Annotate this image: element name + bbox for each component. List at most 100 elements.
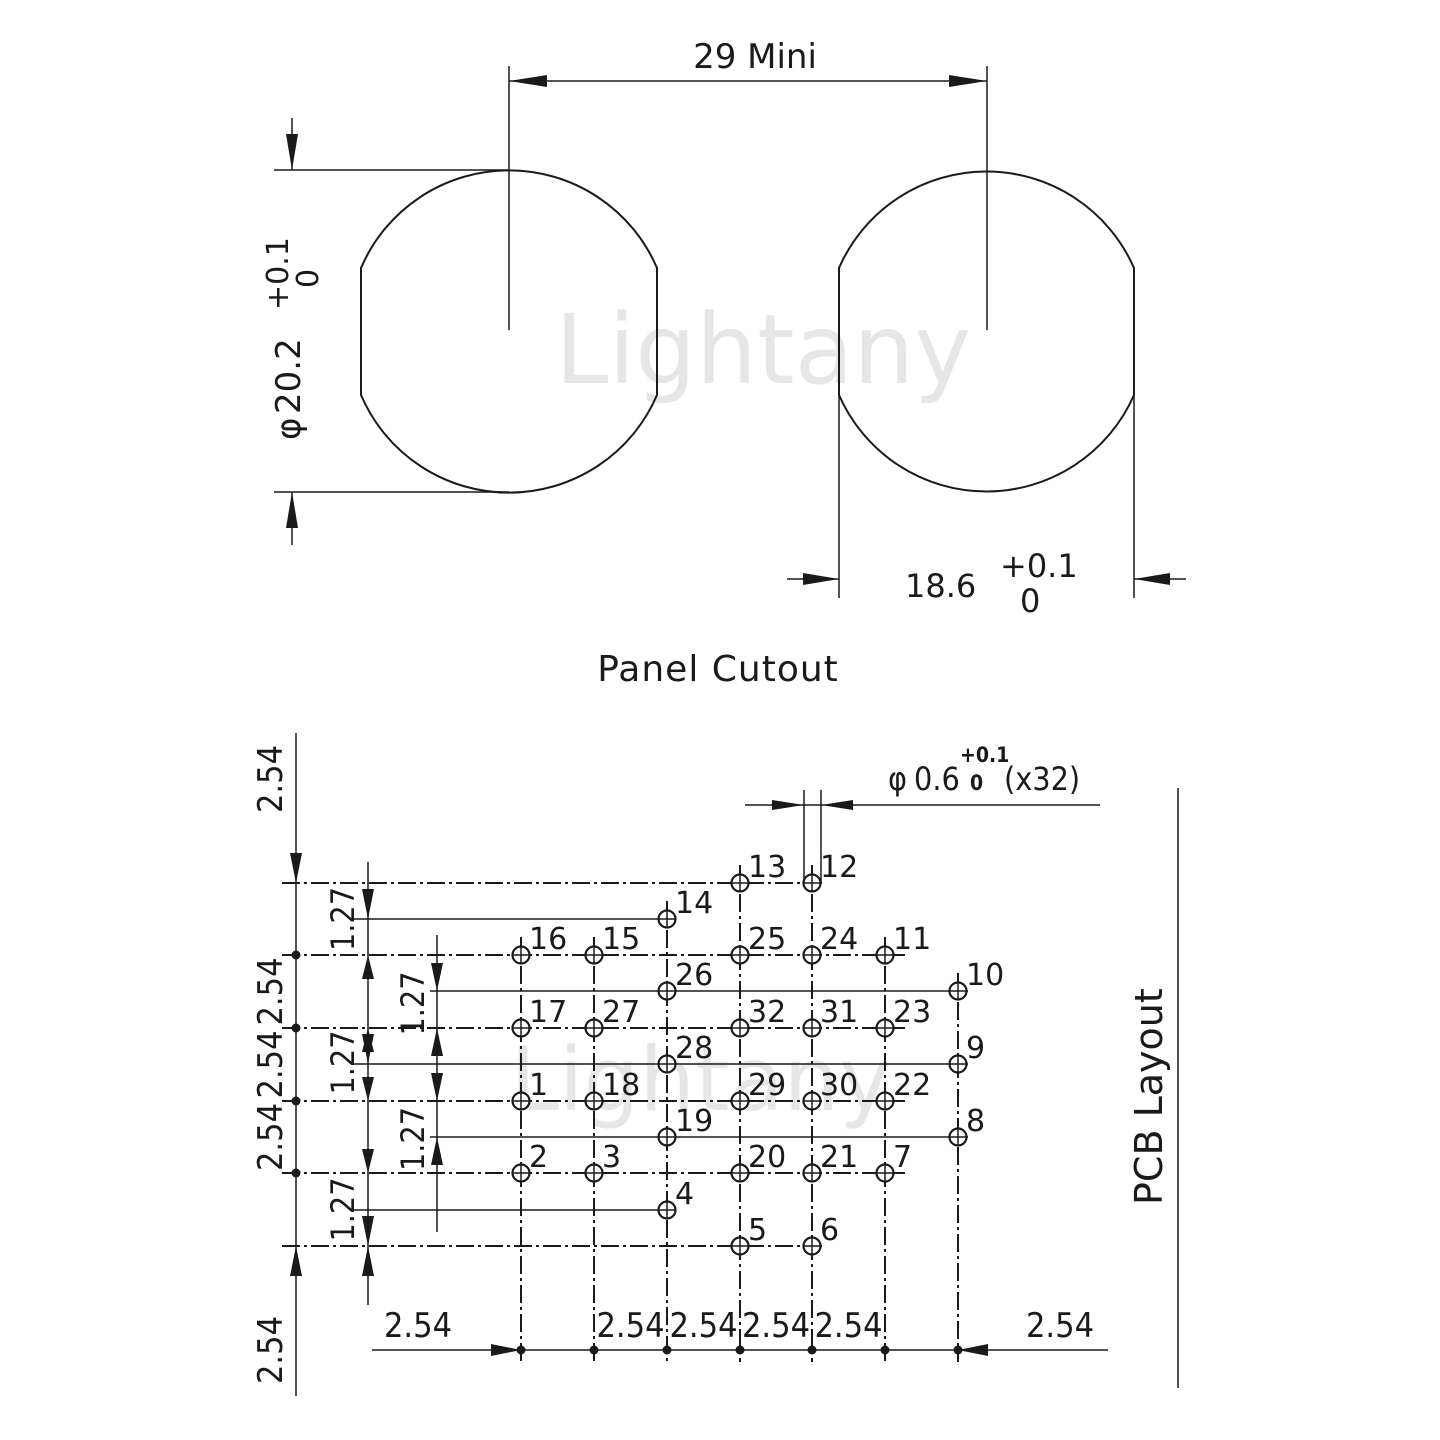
- pin-label: 5: [748, 1213, 767, 1248]
- pin-21: 21: [802, 1140, 858, 1183]
- svg-text:+0.1: +0.1: [261, 237, 296, 310]
- dimension-label: 2.54: [251, 1316, 291, 1384]
- pin-29: 29: [730, 1068, 786, 1111]
- panel-cutout-title: Panel Cutout: [597, 649, 839, 690]
- pin-label: 14: [675, 886, 713, 921]
- pin-label: 28: [675, 1031, 713, 1066]
- pin-label: 10: [966, 958, 1004, 993]
- flat-width-label: 18.6: [905, 567, 976, 605]
- pin-label: 29: [748, 1068, 786, 1103]
- dimension-label: 2.54: [1026, 1306, 1094, 1346]
- pin-9: 9: [948, 1031, 985, 1074]
- pin-label: 7: [893, 1140, 912, 1175]
- center-distance-label: 29 Mini: [693, 37, 817, 77]
- pin-label: 23: [893, 995, 931, 1030]
- pin-15: 15: [584, 922, 640, 965]
- pin-4: 4: [657, 1177, 694, 1220]
- pin-label: 13: [748, 850, 786, 885]
- pin-label: 31: [820, 995, 858, 1030]
- pin-11: 11: [875, 922, 931, 965]
- diameter-label: φ 20.2 +0.1 0: [261, 237, 326, 440]
- panel-cutout: 29 Mini φ 20.2 +0.1 0 18.6 +0.1 0 Panel …: [261, 37, 1186, 690]
- svg-text:+0.1: +0.1: [960, 743, 1009, 767]
- pin-label: 26: [675, 958, 713, 993]
- svg-text:0.6: 0.6: [914, 760, 960, 798]
- dimension-label: 1.27: [324, 887, 362, 951]
- pin-label: 8: [966, 1104, 985, 1139]
- pin-30: 30: [802, 1068, 858, 1111]
- dimension-label: 2.54: [384, 1306, 452, 1346]
- pin-label: 24: [820, 922, 858, 957]
- dimension-label: 2.54: [742, 1306, 810, 1346]
- pin-28: 28: [657, 1031, 713, 1074]
- pin-13: 13: [730, 850, 786, 893]
- pin-31: 31: [802, 995, 858, 1038]
- pin-20: 20: [730, 1140, 786, 1183]
- pin-12: 12: [802, 850, 858, 893]
- pin-label: 20: [748, 1140, 786, 1175]
- pin-label: 27: [602, 995, 640, 1030]
- pin-32: 32: [730, 995, 786, 1038]
- pin-label: 32: [748, 995, 786, 1030]
- pin-26: 26: [657, 958, 713, 1001]
- cutout-left-outline: [360, 169, 658, 494]
- pin-label: 3: [602, 1140, 621, 1175]
- dimension-label: 1.27: [324, 1030, 362, 1094]
- pin-3: 3: [584, 1140, 621, 1183]
- pin-1: 1: [511, 1068, 548, 1111]
- dimension-label: 2.54: [251, 957, 291, 1025]
- pin-label: 4: [675, 1177, 694, 1212]
- dimension-label: 1.27: [394, 1107, 432, 1171]
- dimension-label: 2.54: [251, 745, 291, 813]
- hole-spec: φ 0.6 +0.1 0 (x32): [888, 743, 1080, 798]
- pin-label: 16: [529, 922, 567, 957]
- pin-label: 15: [602, 922, 640, 957]
- pin-label: 11: [893, 922, 931, 957]
- dimension-label: 2.54: [669, 1306, 737, 1346]
- flat-width-tol-upper: +0.1: [1000, 547, 1078, 585]
- svg-text:20.2: 20.2: [269, 338, 309, 414]
- pin-6: 6: [802, 1213, 839, 1256]
- pin-2: 2: [511, 1140, 548, 1183]
- svg-text:0: 0: [291, 269, 326, 288]
- pin-label: 30: [820, 1068, 858, 1103]
- svg-text:φ: φ: [269, 418, 309, 440]
- pin-label: 25: [748, 922, 786, 957]
- dimension-label: 2.54: [596, 1306, 664, 1346]
- dimension-label: 1.27: [394, 971, 432, 1035]
- pin-label: 2: [529, 1140, 548, 1175]
- pin-7: 7: [875, 1140, 912, 1183]
- pin-22: 22: [875, 1068, 931, 1111]
- pin-label: 18: [602, 1068, 640, 1103]
- pin-label: 9: [966, 1031, 985, 1066]
- pin-16: 16: [511, 922, 567, 965]
- pin-17: 17: [511, 995, 567, 1038]
- pin-label: 21: [820, 1140, 858, 1175]
- pcb-layout-title: PCB Layout: [1127, 988, 1171, 1205]
- pin-5: 5: [730, 1213, 767, 1256]
- flat-width-tol-lower: 0: [1020, 582, 1040, 620]
- dimension-label: 2.54: [251, 1103, 291, 1171]
- watermark-top: Lightany: [555, 294, 971, 406]
- pin-18: 18: [584, 1068, 640, 1111]
- svg-text:(x32): (x32): [1004, 760, 1080, 798]
- svg-text:φ: φ: [888, 760, 907, 798]
- pin-14: 14: [657, 886, 713, 929]
- pin-label: 6: [820, 1213, 839, 1248]
- pin-25: 25: [730, 922, 786, 965]
- pin-19: 19: [657, 1104, 713, 1147]
- pin-label: 12: [820, 850, 858, 885]
- pin-label: 17: [529, 995, 567, 1030]
- pin-label: 22: [893, 1068, 931, 1103]
- watermark-bottom: Lightany: [510, 1028, 891, 1131]
- pin-label: 19: [675, 1104, 713, 1139]
- dimension-label: 2.54: [251, 1030, 291, 1098]
- dimension-label: 1.27: [324, 1177, 362, 1241]
- svg-text:0: 0: [970, 771, 983, 795]
- pin-8: 8: [948, 1104, 985, 1147]
- pin-10: 10: [948, 958, 1004, 1001]
- pin-24: 24: [802, 922, 858, 965]
